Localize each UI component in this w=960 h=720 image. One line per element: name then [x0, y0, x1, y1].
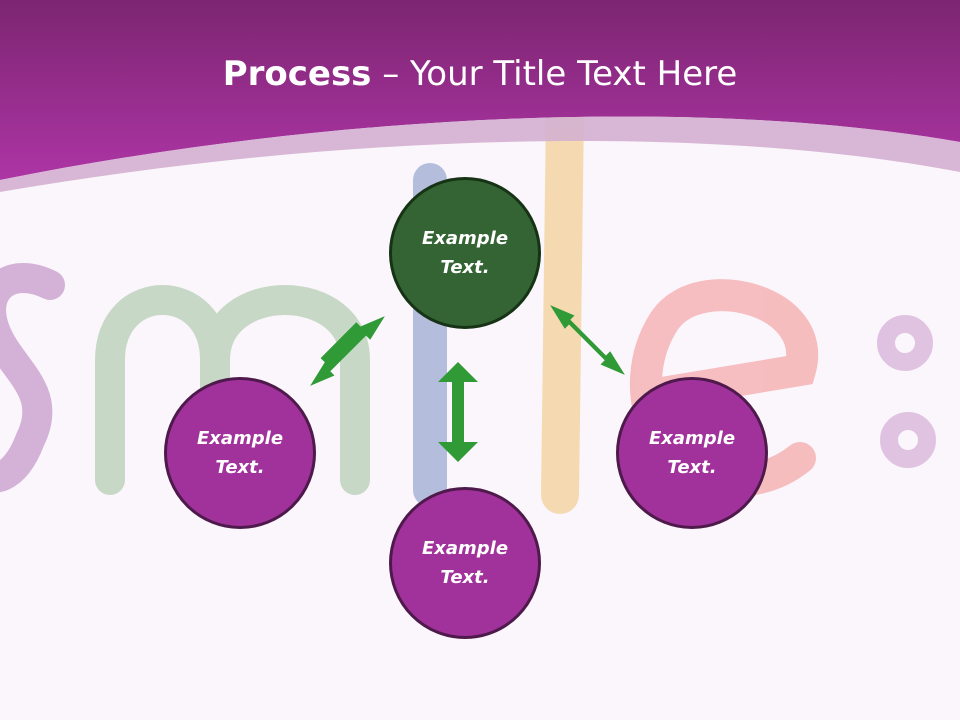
title-bold: Process	[222, 54, 372, 94]
slide-title: Process – Your Title Text Here	[0, 52, 960, 96]
node-right: Example Text.	[616, 377, 768, 529]
arrow-top-bottom	[438, 362, 478, 462]
header-band	[0, 0, 960, 180]
node-bottom: Example Text.	[389, 487, 541, 639]
node-top-label: Example Text.	[421, 228, 509, 278]
node-left-label: Example Text.	[196, 428, 284, 478]
node-left: Example Text.	[164, 377, 316, 529]
node-right-label: Example Text.	[648, 428, 736, 478]
arrow-top-left	[310, 316, 385, 386]
node-top: Example Text.	[389, 177, 541, 329]
node-bottom-label: Example Text.	[421, 538, 509, 588]
title-rest: – Your Title Text Here	[371, 54, 738, 94]
header-swoosh	[0, 116, 960, 192]
arrow-top-right	[550, 305, 625, 375]
